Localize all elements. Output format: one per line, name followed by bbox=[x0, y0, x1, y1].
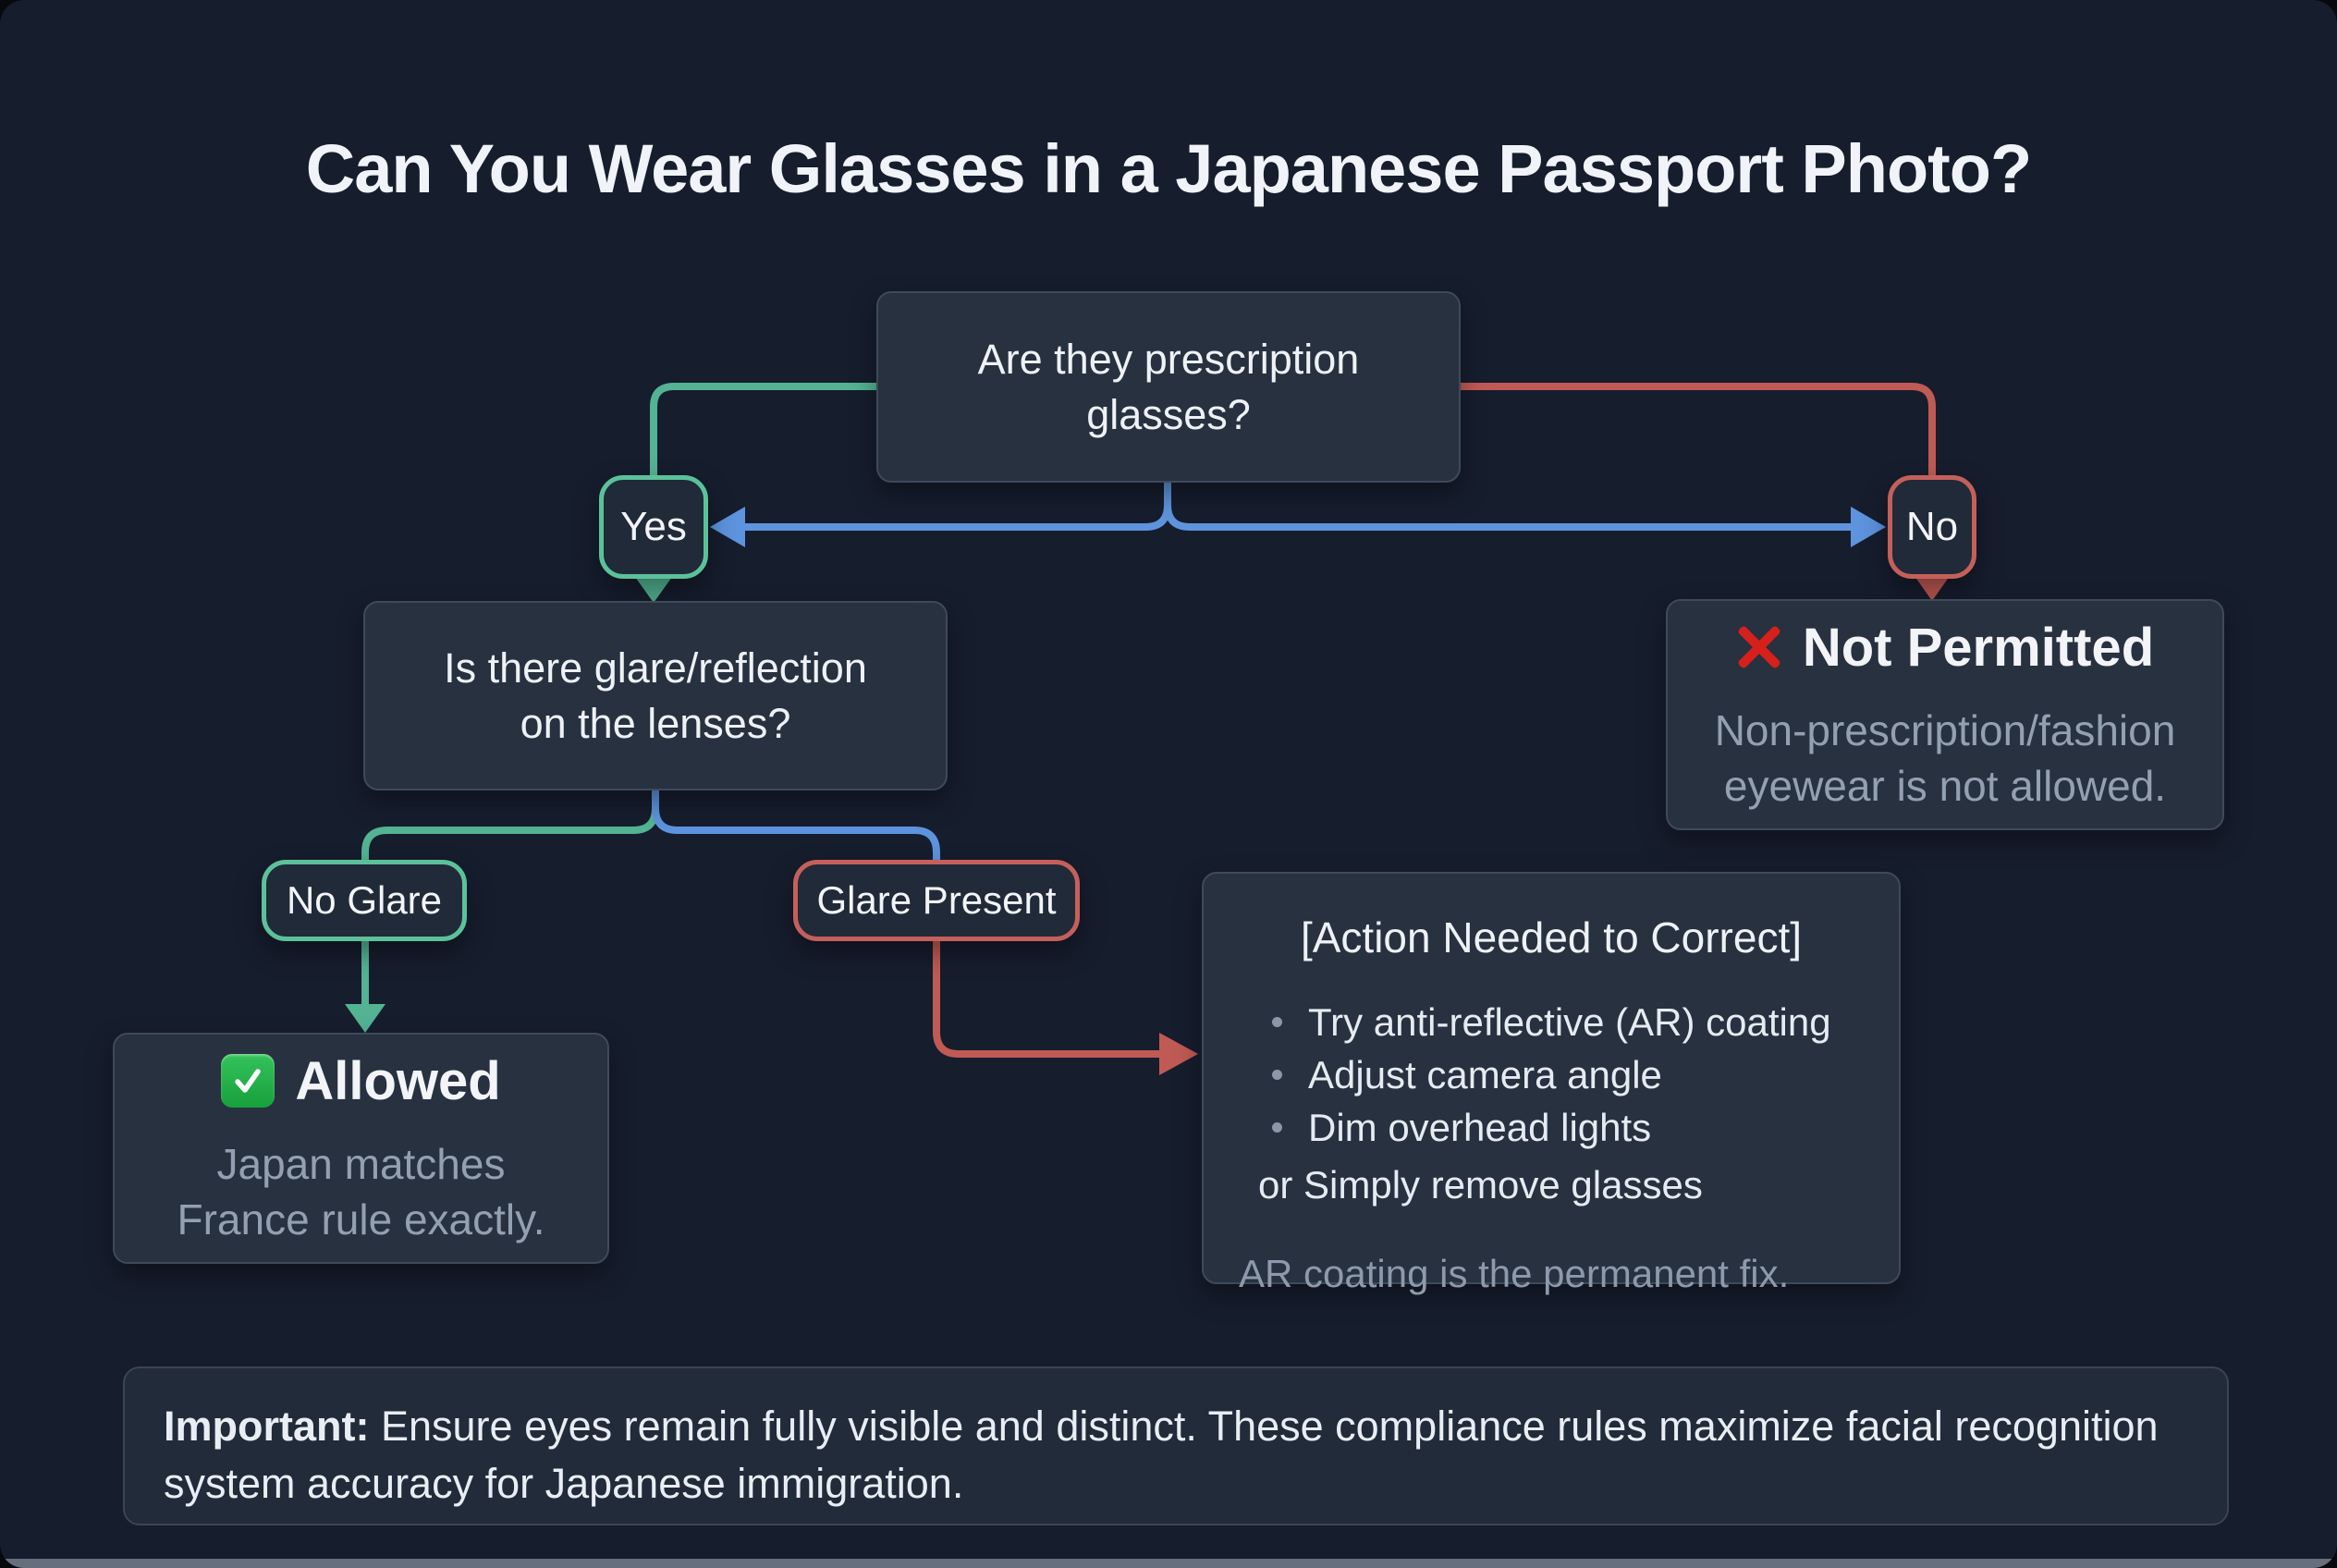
node-not-permitted: Not Permitted Non-prescription/fashion e… bbox=[1666, 599, 2224, 830]
action-bullet: Try anti-reflective (AR) coating bbox=[1272, 996, 1899, 1048]
question-line: Are they prescription bbox=[977, 335, 1360, 383]
node-question-prescription: Are they prescription glasses? bbox=[876, 291, 1461, 483]
action-bullet-text: Try anti-reflective (AR) coating bbox=[1308, 999, 1831, 1044]
question-line: on the lenses? bbox=[520, 699, 791, 747]
no-label: No bbox=[1905, 504, 1959, 549]
not-permitted-title: Not Permitted bbox=[1802, 617, 2155, 678]
question-line: Is there glare/reflection bbox=[444, 643, 867, 692]
action-bullet: Dim overhead lights bbox=[1272, 1101, 1899, 1154]
yes-label: Yes bbox=[620, 504, 687, 549]
allowed-body: Japan matches France rule exactly. bbox=[177, 1139, 545, 1243]
action-or-line: or Simply remove glasses bbox=[1258, 1163, 1703, 1207]
important-label: Important: bbox=[164, 1403, 370, 1450]
node-action-needed: [Action Needed to Correct] Try anti-refl… bbox=[1202, 872, 1901, 1295]
action-bullet-text: Adjust camera angle bbox=[1308, 1052, 1662, 1096]
branch-label-no: No bbox=[1888, 475, 1976, 579]
node-allowed: Allowed Japan matches France rule exactl… bbox=[113, 1033, 609, 1264]
branch-label-glare-present: Glare Present bbox=[793, 860, 1080, 941]
bullet-dot-icon bbox=[1272, 1070, 1282, 1080]
bullet-dot-icon bbox=[1272, 1017, 1282, 1027]
important-note: Important: Ensure eyes remain fully visi… bbox=[123, 1366, 2229, 1525]
no-glare-label: No Glare bbox=[286, 878, 443, 922]
question-line: glasses? bbox=[1086, 390, 1251, 438]
bullet-dot-icon bbox=[1272, 1122, 1282, 1133]
check-mark-icon bbox=[221, 1054, 275, 1108]
action-footer-note: AR coating is the permanent fix. bbox=[1239, 1252, 1790, 1295]
node-question-glare: Is there glare/reflection on the lenses? bbox=[363, 601, 948, 790]
cross-mark-icon bbox=[1738, 626, 1780, 668]
screenshot-bottom-edge bbox=[0, 1559, 2337, 1568]
branch-label-no-glare: No Glare bbox=[262, 860, 467, 941]
action-bullet-text: Dim overhead lights bbox=[1308, 1105, 1652, 1149]
action-bullet-list: Try anti-reflective (AR) coating Adjust … bbox=[1272, 996, 1899, 1154]
not-permitted-body: Non-prescription/fashion eyewear is not … bbox=[1714, 705, 2176, 810]
important-text: Ensure eyes remain fully visible and dis… bbox=[164, 1403, 2159, 1507]
allowed-title: Allowed bbox=[295, 1050, 501, 1111]
action-title: [Action Needed to Correct] bbox=[1300, 913, 1803, 962]
branch-label-yes: Yes bbox=[599, 475, 708, 579]
action-bullet: Adjust camera angle bbox=[1272, 1048, 1899, 1101]
page-title: Can You Wear Glasses in a Japanese Passp… bbox=[305, 130, 2032, 207]
glare-present-label: Glare Present bbox=[816, 878, 1057, 922]
